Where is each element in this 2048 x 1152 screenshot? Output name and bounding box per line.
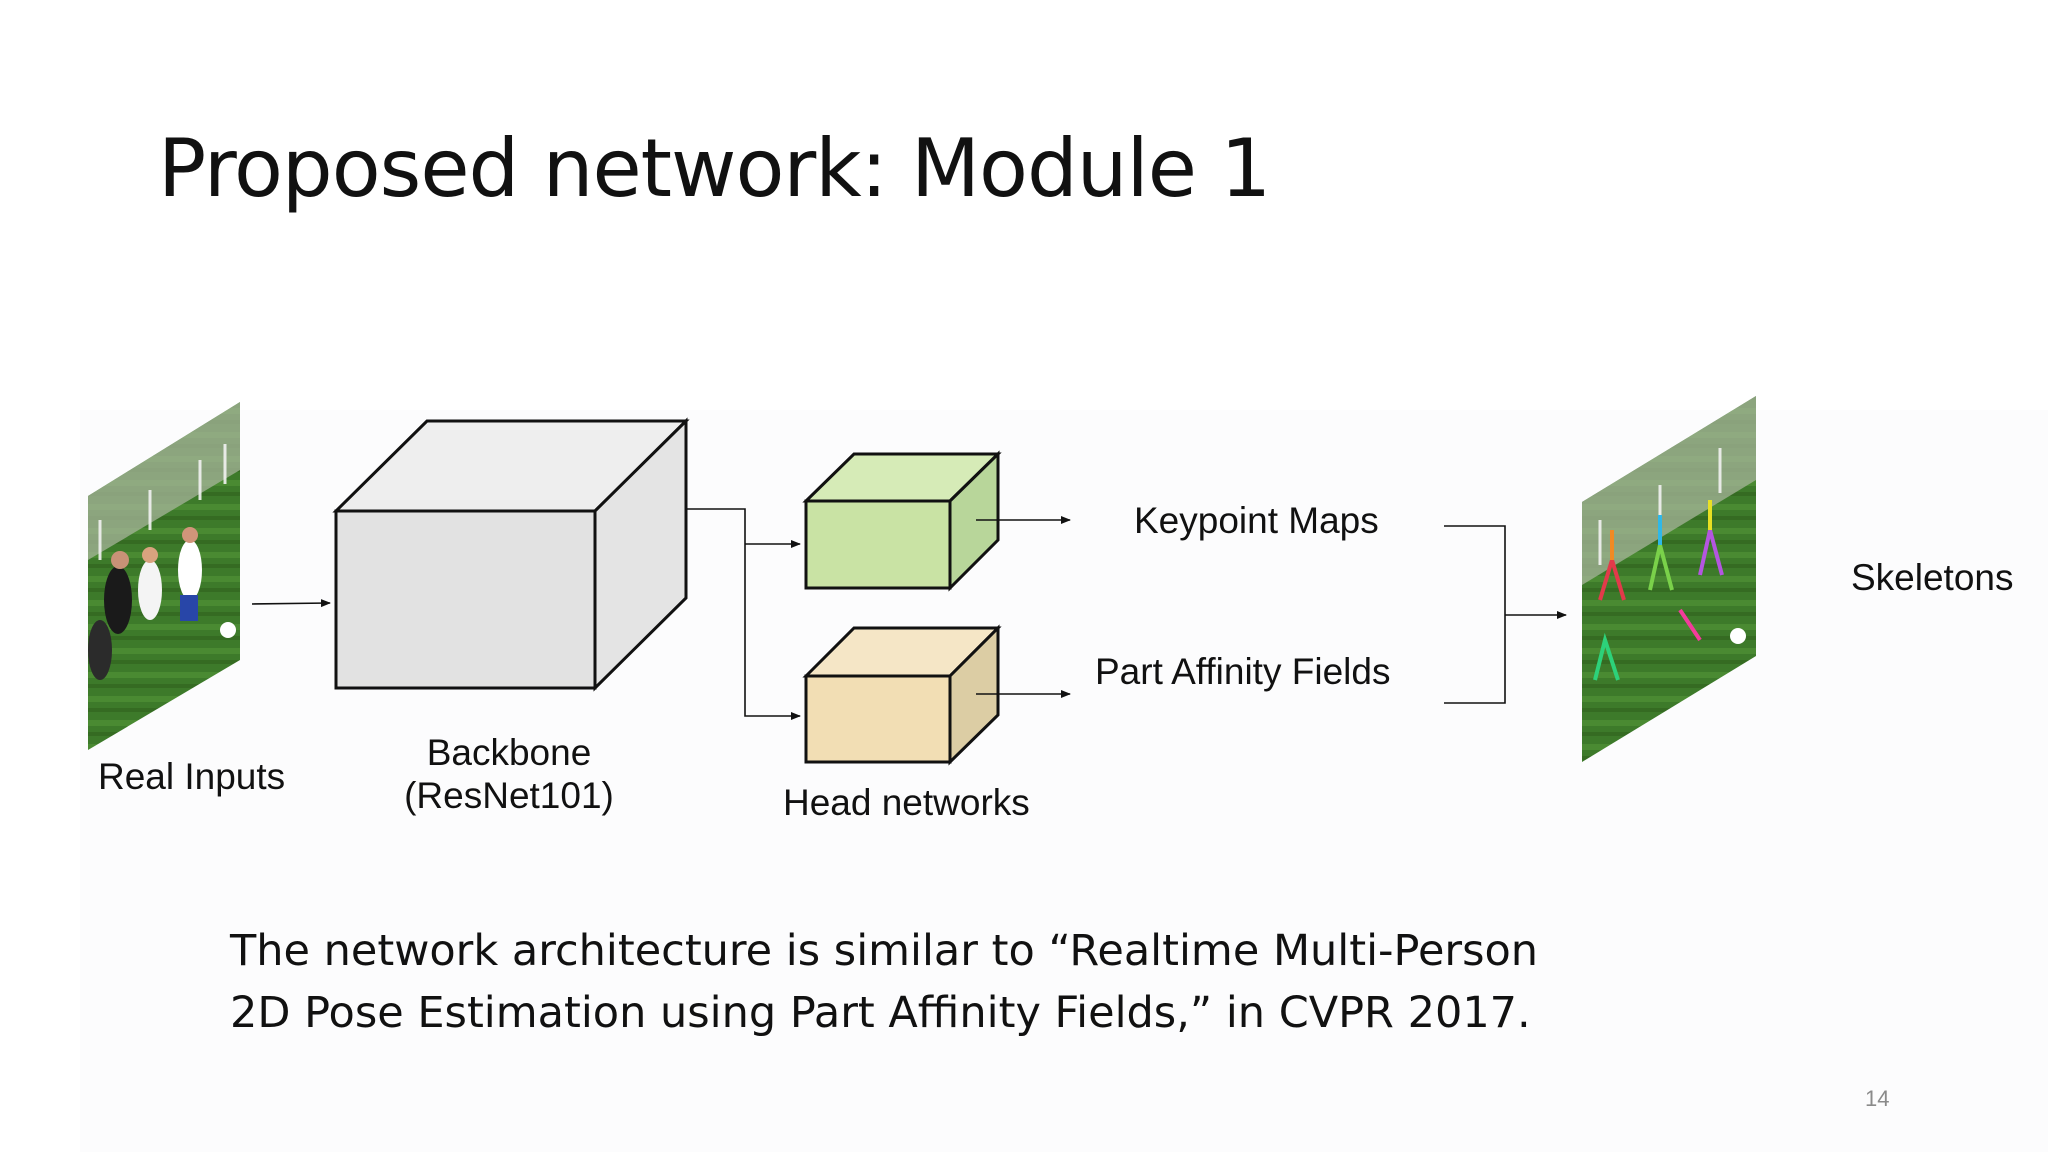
keypoint-head-block [802, 450, 1002, 592]
page-number: 14 [1865, 1086, 1890, 1111]
paf-head-block [802, 624, 1002, 766]
caption-line-2: 2D Pose Estimation using Part Affinity F… [230, 988, 1531, 1038]
caption: The network architecture is similar to “… [230, 920, 1538, 1044]
backbone-sublabel: (ResNet101) [404, 775, 614, 816]
backbone-block [332, 417, 690, 692]
part-affinity-fields-label: Part Affinity Fields [1095, 651, 1391, 692]
skeletons-label: Skeletons [1851, 557, 2014, 598]
real-inputs-label: Real Inputs [98, 756, 286, 797]
output-skeleton-image [1582, 396, 1756, 762]
backbone-label: Backbone [426, 732, 592, 773]
keypoint-maps-label: Keypoint Maps [1134, 500, 1379, 541]
slide-title: Proposed network: Module 1 [158, 122, 1271, 215]
input-image [88, 402, 240, 750]
head-networks-label: Head networks [783, 782, 1030, 823]
caption-line-1: The network architecture is similar to “… [230, 926, 1539, 976]
